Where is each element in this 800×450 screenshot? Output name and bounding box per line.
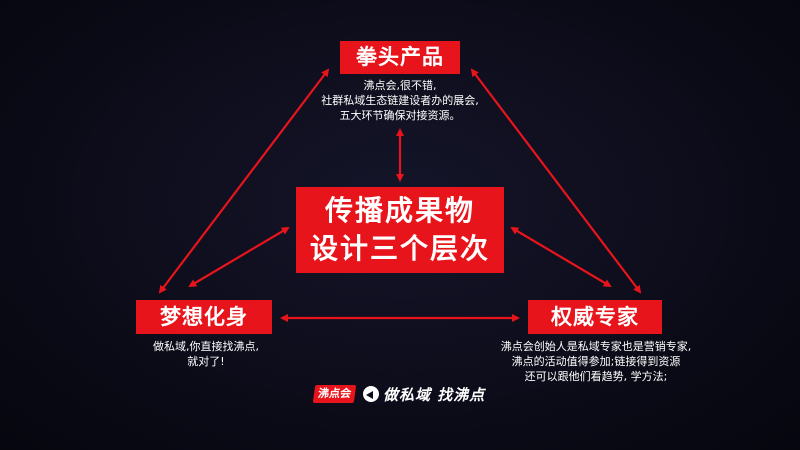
center-title-line: 传播成果物 [324, 194, 475, 227]
node-right-line: 沸点会创始人是私域专家也是营销专家, [500, 340, 692, 353]
node-right-line: 沸点的活动值得参加;链接得到资源 [511, 355, 681, 368]
node-left-description: 做私域,你直接找沸点, 就对了! [116, 339, 296, 369]
brand-logo: 沸点会 [312, 385, 357, 403]
arrow-top-right [470, 68, 642, 294]
node-top-line: 沸点会,很不错, [363, 79, 437, 92]
arrow-center-right [510, 226, 612, 288]
node-left-line: 就对了! [187, 355, 225, 368]
node-right-description: 沸点会创始人是私域专家也是营销专家, 沸点的活动值得参加;链接得到资源 还可以跟… [492, 339, 700, 384]
node-left-title: 梦想化身 [136, 300, 272, 334]
node-right-title: 权威专家 [528, 300, 662, 334]
arrow-top-left [158, 68, 330, 294]
footer-brand: 沸点会 做私域 找沸点 [312, 382, 486, 406]
arrow-center-left [188, 226, 290, 288]
node-right-line: 还可以跟他们看趋势, 学方法; [524, 370, 668, 383]
node-left-line: 做私域,你直接找沸点, [153, 340, 259, 353]
node-top-line: 五大环节确保对接资源。 [339, 109, 461, 122]
node-top-line: 社群私域生态链建设者办的展会, [321, 94, 479, 107]
play-circle-icon [363, 386, 379, 402]
node-top-title: 拳头产品 [340, 41, 460, 74]
center-title-line: 设计三个层次 [309, 232, 490, 265]
center-title: 传播成果物 设计三个层次 [296, 187, 504, 273]
node-top-description: 沸点会,很不错, 社群私域生态链建设者办的展会, 五大环节确保对接资源。 [290, 78, 510, 123]
brand-slogan: 做私域 找沸点 [383, 385, 486, 404]
